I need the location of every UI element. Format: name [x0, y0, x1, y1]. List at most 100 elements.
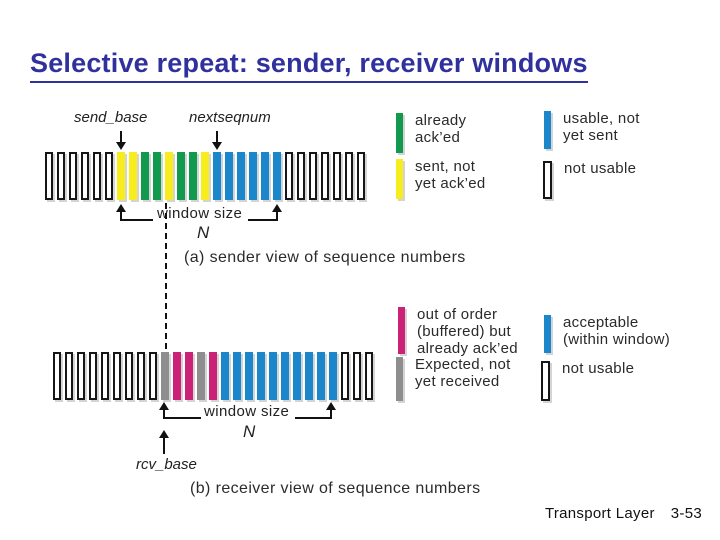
legend-swatch-notusable [541, 361, 550, 401]
bracket-line [122, 219, 153, 221]
sender-window-size-label: window size [157, 205, 243, 222]
receiver-view-caption: (b) receiver view of sequence numbers [190, 480, 481, 497]
legend-item-notusable: not usable [543, 160, 637, 199]
slide-footer: Transport Layer 3-53 [545, 505, 702, 522]
legend-label: not usable [564, 160, 637, 177]
seq-bar-notusable [321, 152, 329, 200]
seq-bar-notusable [341, 352, 349, 400]
seq-bar-notusable [77, 352, 85, 400]
seq-bar-usable [237, 152, 245, 200]
bracket-left-arrow-icon [159, 402, 169, 419]
seq-bar-sent [201, 152, 209, 200]
page-title: Selective repeat: sender, receiver windo… [30, 48, 588, 83]
seq-bar-acceptable [305, 352, 313, 400]
seq-bar-notusable [285, 152, 293, 200]
bracket-right-arrow-icon [272, 204, 282, 221]
legend-swatch-buffered [398, 307, 405, 354]
legend-swatch-expected [396, 357, 403, 401]
seq-bar-acceptable [329, 352, 337, 400]
seq-bar-acked [141, 152, 149, 200]
seq-bar-notusable [65, 352, 73, 400]
seq-bar-acceptable [221, 352, 229, 400]
seq-bar-notusable [353, 352, 361, 400]
seq-bar-usable [225, 152, 233, 200]
receiver-window-size-label: window size [204, 403, 290, 420]
seq-bar-notusable [333, 152, 341, 200]
seq-bar-notusable [45, 152, 53, 200]
seq-bar-notusable [137, 352, 145, 400]
seq-bar-usable [261, 152, 269, 200]
seq-bar-notusable [297, 152, 305, 200]
legend-label: not usable [562, 360, 635, 377]
receiver-window-n-label: N [243, 422, 256, 441]
seq-bar-notusable [357, 152, 365, 200]
footer-label: Transport Layer [544, 505, 655, 522]
seq-bar-usable [273, 152, 281, 200]
bracket-line [248, 219, 276, 221]
seq-bar-expected [197, 352, 205, 400]
seq-bar-buffered [173, 352, 181, 400]
sender-view-caption: (a) sender view of sequence numbers [184, 249, 466, 266]
seq-bar-buffered [185, 352, 193, 400]
bracket-left-arrow-icon [116, 204, 126, 221]
legend-item-acceptable: acceptable(within window) [544, 314, 671, 353]
seq-bar-usable [249, 152, 257, 200]
bracket-line [295, 417, 330, 419]
seq-bar-usable [213, 152, 221, 200]
legend-swatch-acceptable [544, 315, 551, 353]
sender-sequence-bars [45, 152, 365, 200]
seq-bar-notusable [81, 152, 89, 200]
seq-bar-notusable [113, 352, 121, 400]
send-base-arrow-icon [116, 131, 126, 150]
seq-bar-sent [117, 152, 125, 200]
seq-bar-notusable [93, 152, 101, 200]
sender-window-n-label: N [197, 223, 210, 242]
base-alignment-dashed-line [165, 203, 167, 349]
seq-bar-notusable [309, 152, 317, 200]
seq-bar-expected [161, 352, 169, 400]
seq-bar-notusable [365, 352, 373, 400]
rcv-base-arrow-icon [159, 430, 169, 454]
seq-bar-acked [189, 152, 197, 200]
seq-bar-acceptable [257, 352, 265, 400]
nextseqnum-label: nextseqnum [189, 109, 271, 126]
seq-bar-acceptable [281, 352, 289, 400]
seq-bar-acceptable [233, 352, 241, 400]
seq-bar-notusable [125, 352, 133, 400]
seq-bar-acked [177, 152, 185, 200]
legend-item-notusable: not usable [541, 360, 635, 401]
seq-bar-notusable [101, 352, 109, 400]
receiver-sequence-bars [53, 352, 373, 400]
seq-bar-notusable [53, 352, 61, 400]
nextseqnum-arrow-icon [212, 131, 222, 150]
seq-bar-acceptable [293, 352, 301, 400]
seq-bar-sent [165, 152, 173, 200]
seq-bar-notusable [105, 152, 113, 200]
legend-swatch-notusable [543, 161, 552, 199]
legend-swatch-sent [396, 159, 403, 199]
seq-bar-acceptable [317, 352, 325, 400]
seq-bar-notusable [57, 152, 65, 200]
seq-bar-buffered [209, 352, 217, 400]
rcv-base-label: rcv_base [136, 456, 197, 473]
legend-swatch-acked [396, 113, 403, 153]
send-base-label: send_base [74, 109, 148, 126]
seq-bar-acceptable [269, 352, 277, 400]
seq-bar-notusable [89, 352, 97, 400]
seq-bar-notusable [345, 152, 353, 200]
legend-label: acceptable(within window) [563, 314, 671, 348]
bracket-right-arrow-icon [326, 402, 336, 419]
seq-bar-notusable [69, 152, 77, 200]
seq-bar-notusable [149, 352, 157, 400]
footer-page-number: 3-53 [670, 505, 702, 522]
